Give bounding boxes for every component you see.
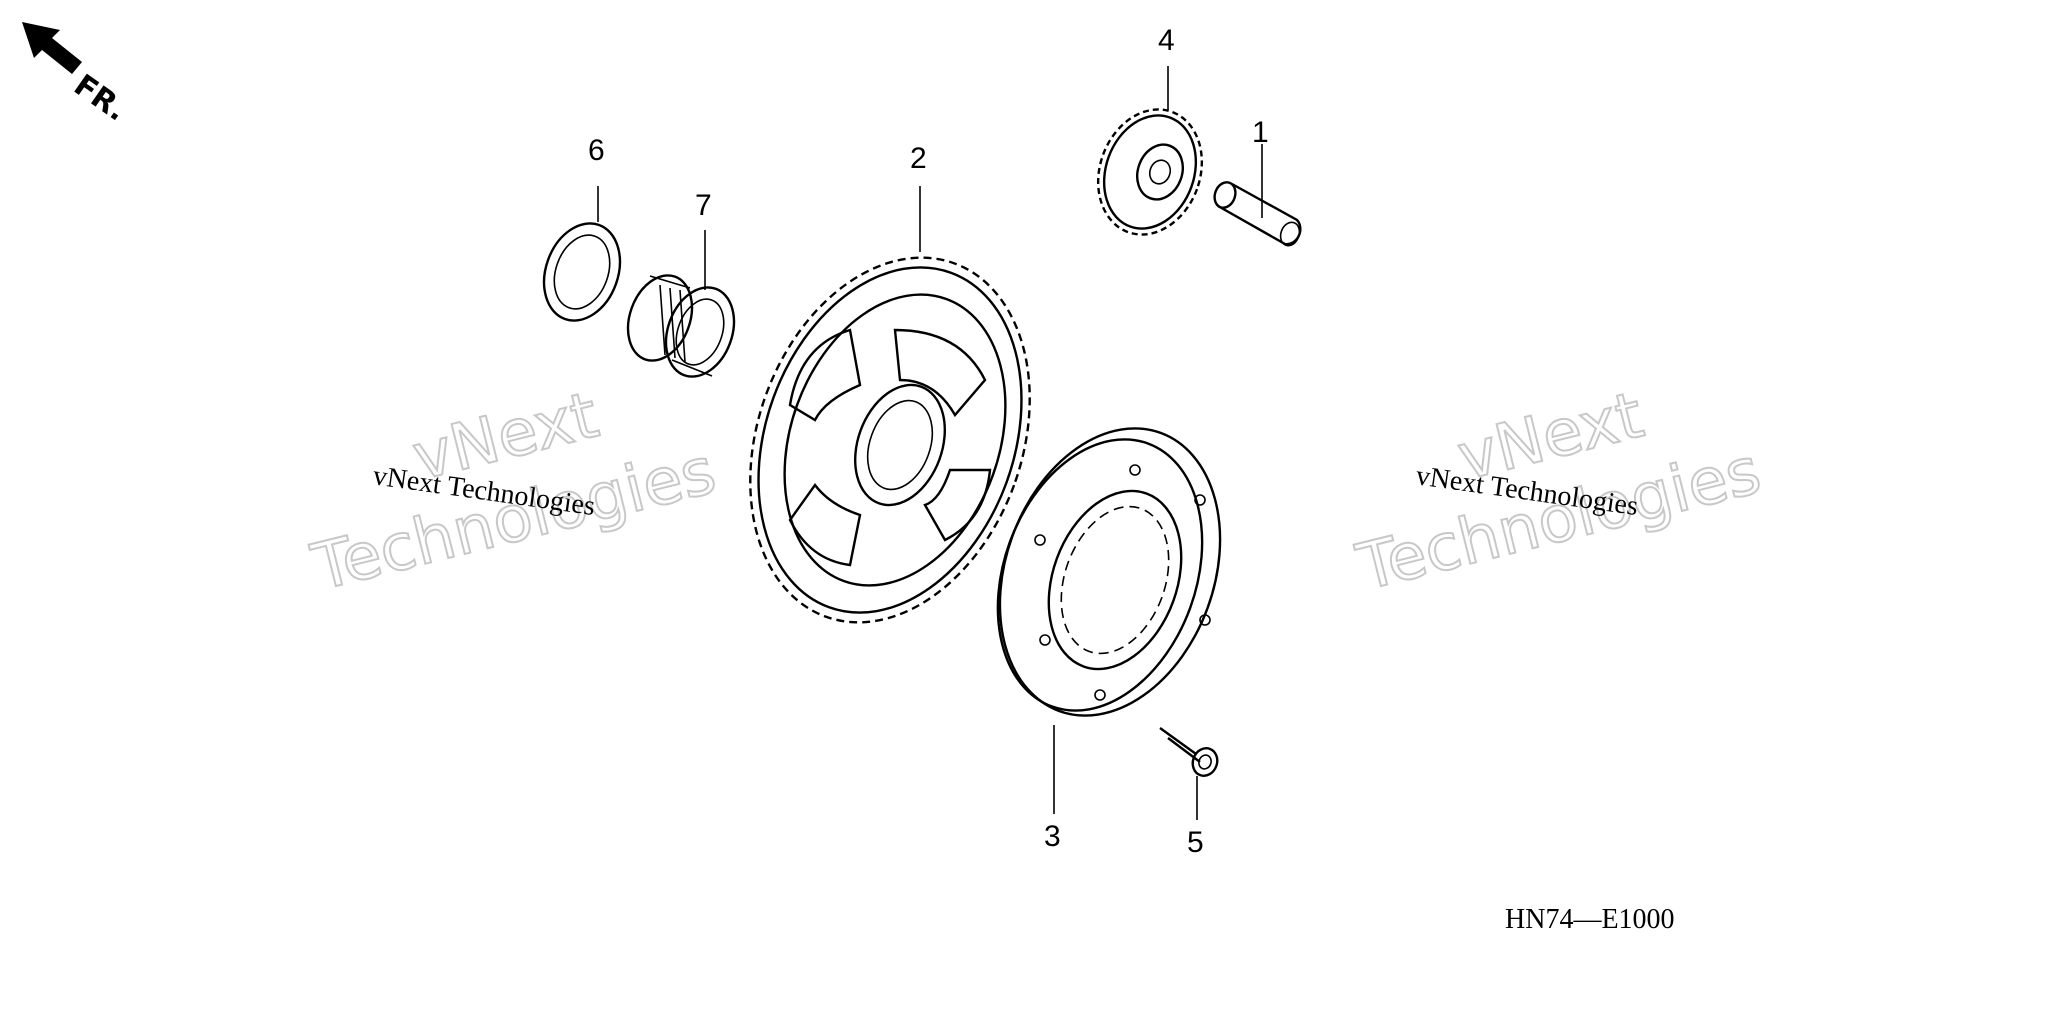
watermark-right: vNext Technologies vNext Technologies xyxy=(1349,377,1769,606)
starter-clutch-outer-part-3 xyxy=(996,427,1222,717)
callout-3: 3 xyxy=(1044,820,1061,853)
callout-6: 6 xyxy=(588,134,605,167)
pin-part-1 xyxy=(1213,181,1302,247)
washer-part-6 xyxy=(542,222,622,322)
needle-bearing-part-7 xyxy=(626,274,736,378)
diagram-code: HN74—E1000 xyxy=(1505,904,1675,935)
callout-2: 2 xyxy=(910,142,927,175)
direction-label: FR. xyxy=(67,68,133,129)
leader-lines xyxy=(597,66,1263,820)
callout-7: 7 xyxy=(695,189,712,222)
starter-idle-gear-part-4 xyxy=(1096,108,1204,236)
front-direction-arrow-icon: FR. xyxy=(22,22,133,128)
bolt-part-5 xyxy=(1159,727,1219,777)
callout-4: 4 xyxy=(1158,24,1175,57)
watermark-left: vNext Technologies vNext Technologies xyxy=(304,377,724,606)
starter-driven-gear-part-2 xyxy=(749,256,1031,624)
callout-5: 5 xyxy=(1187,826,1204,859)
callout-1: 1 xyxy=(1252,116,1269,149)
